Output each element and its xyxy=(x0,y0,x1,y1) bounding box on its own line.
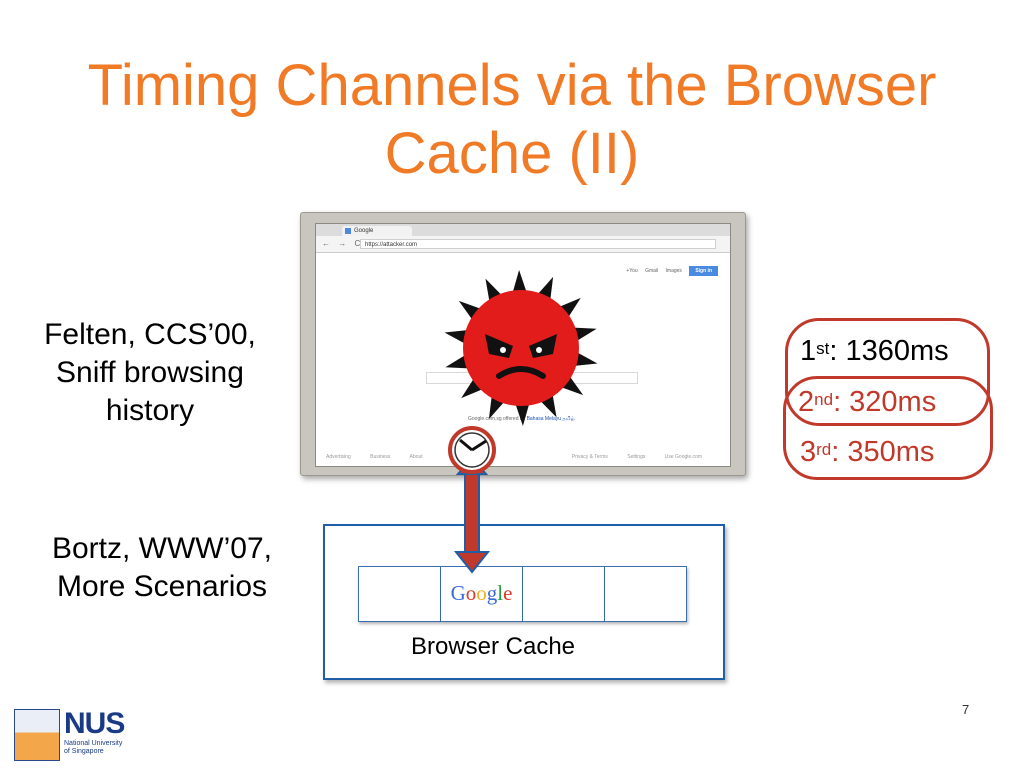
bortz-line-2: More Scenarios xyxy=(56,570,268,603)
language-link-tamil[interactable]: தமிழ் xyxy=(562,416,575,422)
timing-third-ordinal: 3 xyxy=(800,436,817,468)
timing-third-value: : 350ms xyxy=(831,436,935,468)
address-bar[interactable]: https://attacker.com xyxy=(360,239,716,249)
clock-icon xyxy=(448,426,496,474)
cache-cell-3 xyxy=(523,566,605,622)
virus-pupil-right xyxy=(536,347,542,353)
gmail-link[interactable]: Gmail xyxy=(645,268,659,274)
footer-right: Privacy & Terms Settings Use Google.com xyxy=(572,454,720,460)
google-footer: Advertising Business About Privacy & Ter… xyxy=(326,454,720,460)
virus-face-icon xyxy=(444,270,598,426)
nus-wordmark: NUS xyxy=(64,707,125,740)
google-logo-letter: l xyxy=(497,581,504,605)
cache-cells: Google xyxy=(358,566,687,622)
google-logo: Google xyxy=(441,581,522,606)
highlight-ring-1 xyxy=(785,318,990,426)
google-logo-letter: G xyxy=(450,581,466,605)
timing-third-suffix: rd xyxy=(816,440,832,459)
google-logo-letter: o xyxy=(465,581,477,605)
virus-pupil-left xyxy=(500,347,506,353)
timing-first-ordinal: 1 xyxy=(800,335,817,367)
nus-subtitle-line-1: National University xyxy=(64,740,123,747)
footer-use-google[interactable]: Use Google.com xyxy=(664,454,702,460)
tab-bar: Google xyxy=(316,224,730,236)
language-link-malay[interactable]: Bahasa Melayu xyxy=(526,416,562,422)
virus-mouth xyxy=(496,366,546,379)
virus-body xyxy=(463,290,579,406)
footer-advertising[interactable]: Advertising xyxy=(326,454,351,460)
timing-second: 2nd: 320ms xyxy=(798,385,936,419)
felten-line-2: Sniff browsing xyxy=(56,356,244,389)
google-logo-letter: e xyxy=(503,581,513,605)
virus-eye-left xyxy=(485,334,513,358)
nus-logo: NUS National University of Singapore xyxy=(12,707,138,761)
felten-note: Felten, CCS’00, Sniff browsing history xyxy=(18,316,282,430)
cache-cell-google: Google xyxy=(441,566,523,622)
nus-subtitle-line-2: of Singapore xyxy=(64,748,104,755)
plus-you-link[interactable]: +You xyxy=(626,268,638,274)
slide-title: Timing Channels via the Browser Cache (I… xyxy=(0,52,1024,188)
virus-eye-right xyxy=(529,334,557,358)
highlight-ring-2 xyxy=(783,376,993,480)
title-line-2: Cache (II) xyxy=(384,121,640,186)
footer-business[interactable]: Business xyxy=(370,454,391,460)
timing-second-ordinal: 2 xyxy=(798,386,815,418)
timing-second-suffix: nd xyxy=(814,390,834,409)
offered-prefix: Google.com.sg offered in: xyxy=(468,416,526,422)
google-logo-letter: o xyxy=(476,581,487,605)
sign-in-button[interactable]: Sign in xyxy=(689,266,718,276)
bortz-line-1: Bortz, WWW’07, xyxy=(51,532,272,565)
nus-subtitle: National University of Singapore xyxy=(64,740,144,756)
timing-first: 1st: 1360ms xyxy=(800,334,949,368)
timing-first-suffix: st xyxy=(816,339,830,358)
cache-cell-1 xyxy=(358,566,441,622)
nav-icons[interactable]: ← → C ⌂ xyxy=(322,239,377,248)
timing-second-value: : 320ms xyxy=(833,386,937,418)
title-line-1: Timing Channels via the Browser xyxy=(87,53,937,118)
google-logo-letter: g xyxy=(486,581,498,605)
google-top-bar: +You Gmail Images Sign in xyxy=(620,266,718,276)
nus-crest-icon xyxy=(14,709,60,761)
bortz-note: Bortz, WWW’07, More Scenarios xyxy=(20,530,304,606)
address-bar-row: ← → C ⌂ https://attacker.com xyxy=(316,236,730,253)
cache-label: Browser Cache xyxy=(410,633,576,660)
double-arrow-icon xyxy=(453,456,491,574)
felten-line-3: history xyxy=(105,394,195,427)
favicon-icon xyxy=(345,228,351,234)
browser-tab[interactable]: Google xyxy=(342,226,412,236)
timing-third: 3rd: 350ms xyxy=(800,435,934,469)
offered-in-text: Google.com.sg offered in: Bahasa Melayu … xyxy=(468,416,575,422)
tab-title: Google xyxy=(354,228,374,234)
footer-settings[interactable]: Settings xyxy=(627,454,646,460)
timing-first-value: : 1360ms xyxy=(829,335,949,367)
footer-privacy[interactable]: Privacy & Terms xyxy=(571,454,608,460)
footer-about[interactable]: About xyxy=(409,454,423,460)
images-link[interactable]: Images xyxy=(665,268,682,274)
cache-cell-4 xyxy=(605,566,687,622)
page-number: 7 xyxy=(962,702,970,717)
felten-line-1: Felten, CCS’00, xyxy=(44,318,256,351)
